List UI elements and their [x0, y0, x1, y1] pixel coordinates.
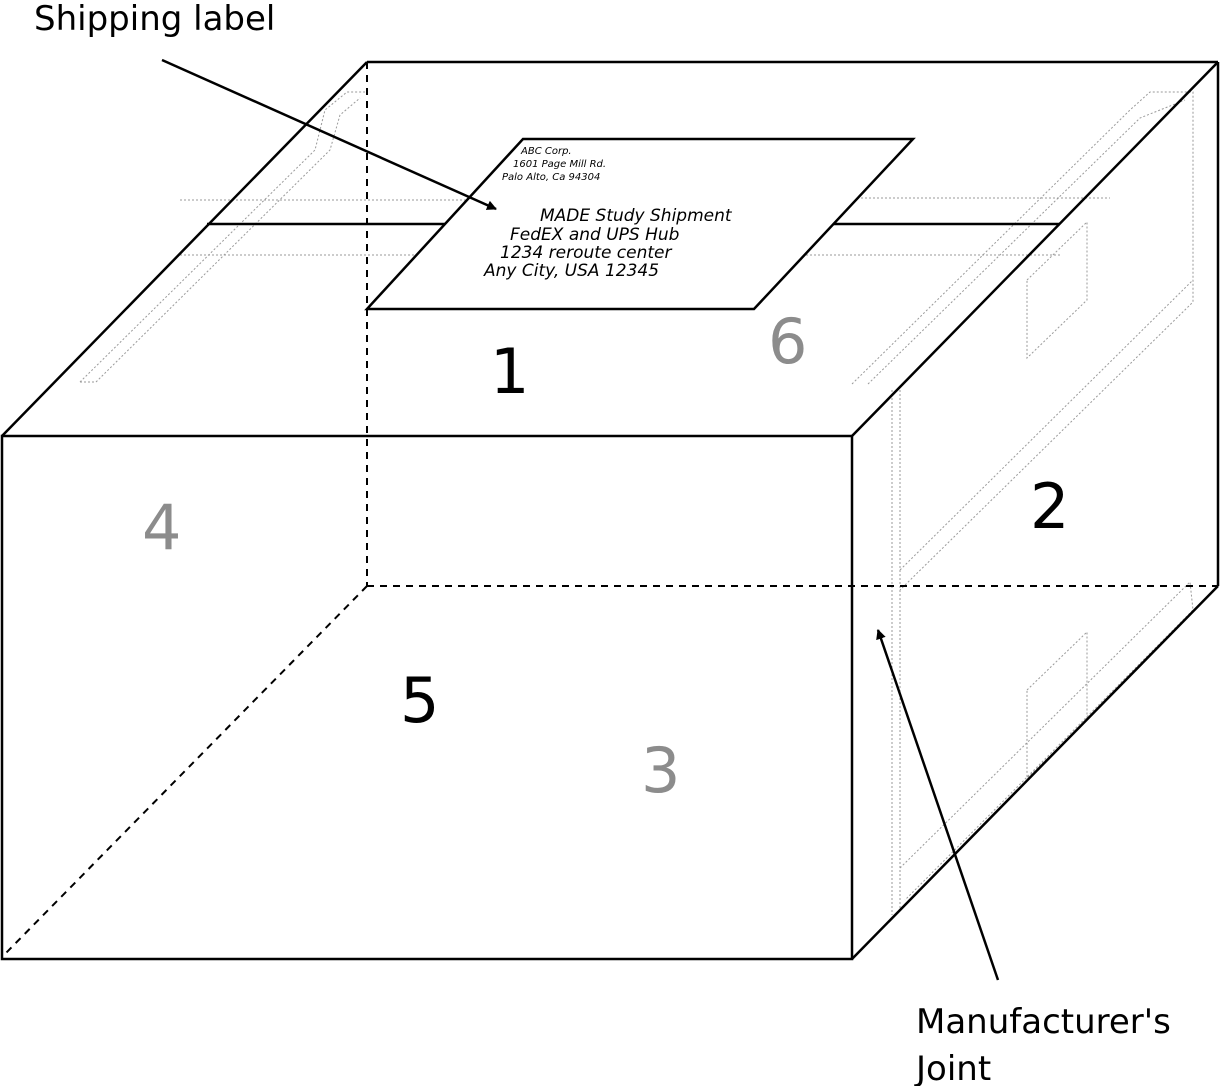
manufacturers-joint-callout-line2: Joint: [914, 1049, 991, 1086]
sender-line: 1601 Page Mill Rd.: [513, 159, 606, 170]
face-number-6: 6: [768, 305, 807, 378]
face-number-5: 5: [400, 664, 439, 737]
hidden-edges: [1, 62, 1218, 958]
tape-flap-details: [79, 91, 1194, 915]
sender-line: Palo Alto, Ca 94304: [502, 172, 600, 183]
manufacturers-joint-arrow: [876, 629, 1000, 981]
recipient-line: MADE Study Shipment: [540, 206, 733, 226]
face-number-4: 4: [142, 491, 181, 564]
label-recipient-address: MADE Study Shipment FedEX and UPS Hub 12…: [483, 206, 733, 281]
face-number-1: 1: [490, 335, 529, 408]
face-number-2: 2: [1030, 470, 1069, 543]
manufacturers-joint-callout-line1: Manufacturer's: [916, 1002, 1171, 1042]
recipient-line: FedEX and UPS Hub: [510, 225, 679, 245]
shipping-label-callout: Shipping label: [34, 0, 275, 39]
label-sender-address: ABC Corp. 1601 Page Mill Rd. Palo Alto, …: [502, 146, 606, 183]
face-number-3: 3: [641, 734, 680, 807]
recipient-line: 1234 reroute center: [500, 243, 673, 263]
sender-line: ABC Corp.: [520, 146, 572, 157]
shipping-label-arrow: [161, 58, 497, 211]
shipping-label: [364, 137, 916, 311]
recipient-line: Any City, USA 12345: [483, 261, 659, 281]
front-face: [0, 434, 854, 961]
